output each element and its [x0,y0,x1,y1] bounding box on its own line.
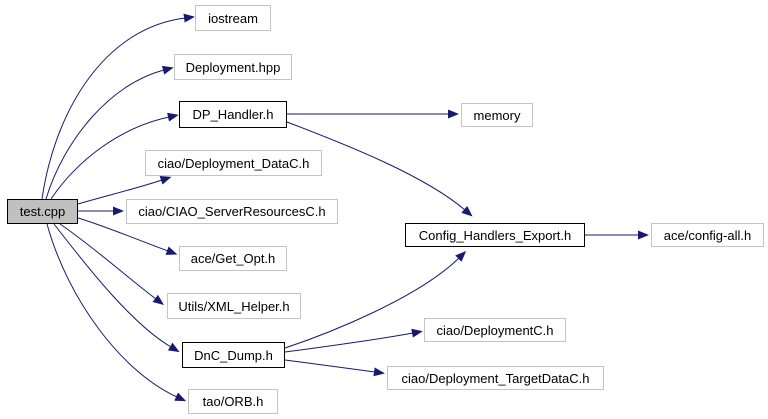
edge-test.cpp-get_opt.h [77,217,178,255]
edge-dp_handler.h-config_handlers_export.h [286,121,473,217]
node-ciao-deployment-targetdatac-h: ciao/Deployment_TargetDataC.h [387,366,604,390]
edge-test.cpp-iostream [41,13,195,200]
edge-test.cpp-orb.h [46,223,187,402]
node-dp-handler-h[interactable]: DP_Handler.h [179,101,287,128]
node-ciao-ciao-serverresourcesc-h: ciao/CIAO_ServerResourcesC.h [126,199,338,224]
node-test-cpp: test.cpp [7,199,78,224]
edge-test.cpp-dp_handler.h [50,112,179,200]
node-iostream: iostream [195,5,271,31]
edge-test.cpp-xml_helper.h [59,223,164,306]
node-ciao-deploymentc-h: ciao/DeploymentC.h [424,318,566,342]
node-deployment-hpp: Deployment.hpp [174,54,292,80]
node-ace-get-opt-h: ace/Get_Opt.h [179,246,287,271]
edge-dnc_dump.h-config_handlers_export.h [284,251,467,349]
node-tao-orb-h: tao/ORB.h [188,389,278,414]
edge-test.cpp-dnc_dump.h [53,223,180,353]
node-ace-config-all-h: ace/config-all.h [651,223,764,247]
edge-dnc_dump.h-deployment_targetdatac.h [284,359,385,377]
edge-test.cpp-deployment.hpp [45,65,174,200]
edge-test.cpp-deployment_datac.h [77,176,172,205]
node-ciao-deployment-datac-h: ciao/Deployment_DataC.h [145,150,322,176]
node-utils-xml-helper-h: Utils/XML_Helper.h [167,293,301,319]
edge-dnc_dump.h-deploymentc.h [284,328,423,353]
node-dnc-dump-h[interactable]: DnC_Dump.h [182,342,285,368]
node-config-handlers-export-h[interactable]: Config_Handlers_Export.h [405,223,585,247]
node-memory: memory [461,103,533,127]
